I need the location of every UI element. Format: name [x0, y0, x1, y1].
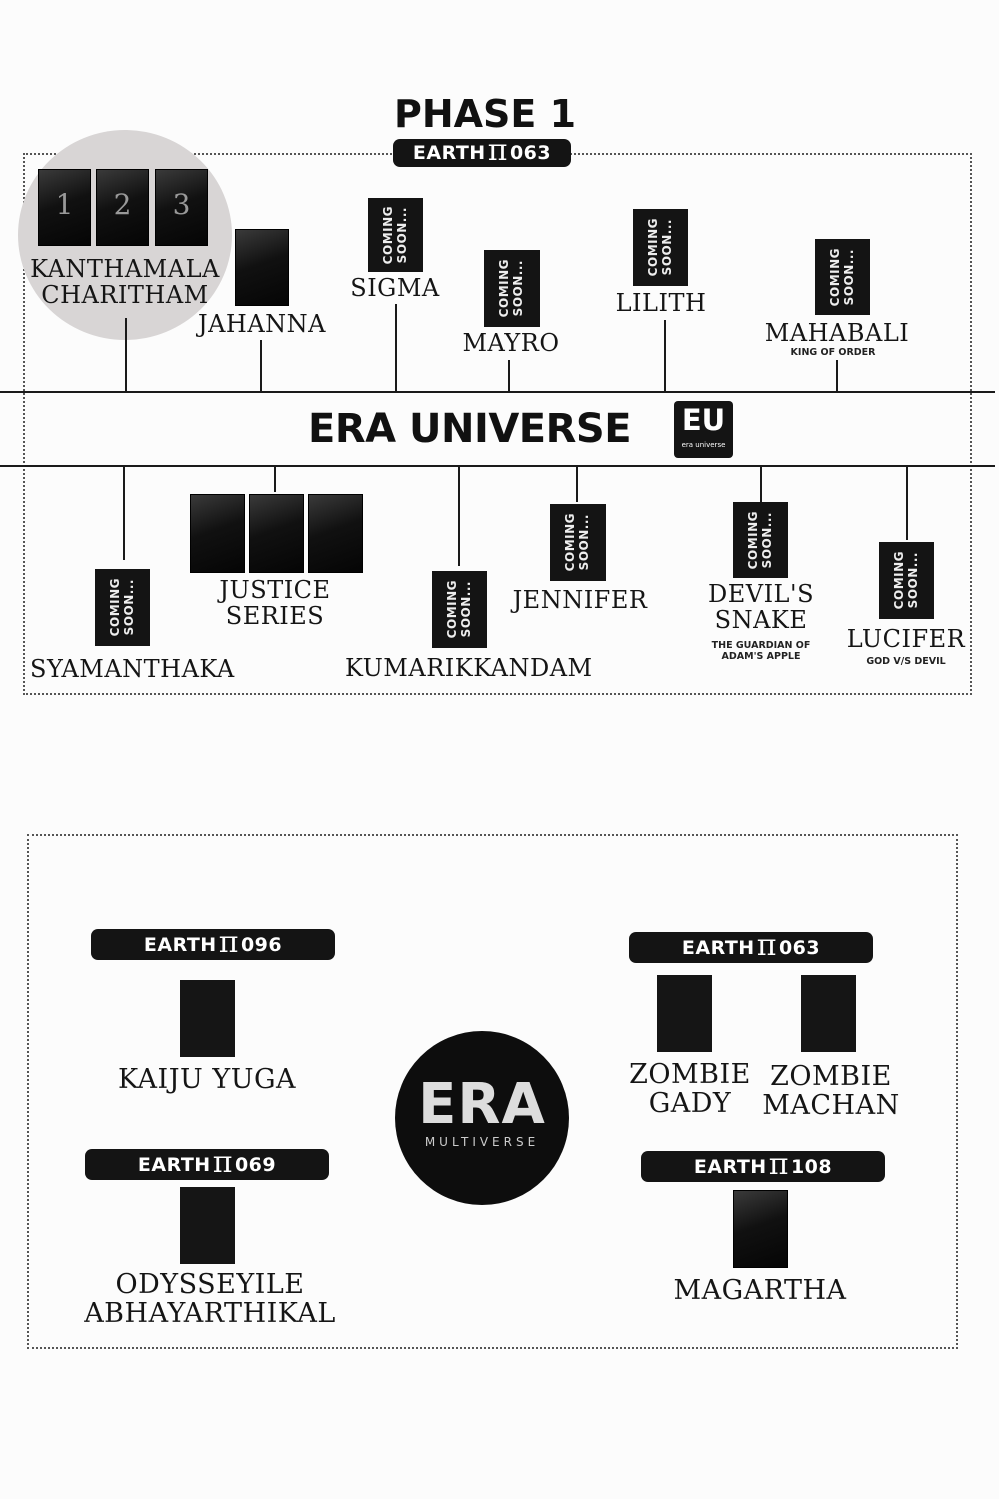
- kumarikkandam-coming-soon: COMING SOON...: [432, 571, 487, 648]
- mayro-label: MAYRO: [462, 329, 560, 357]
- jennifer-connector: [576, 466, 578, 502]
- jennifer-label: JENNIFER: [512, 586, 648, 614]
- kumarikkandam-label: KUMARIKKANDAM: [345, 654, 593, 682]
- zombie-gady-cover: [657, 975, 712, 1052]
- era-multiverse-logo: ERA MULTIVERSE: [395, 1031, 569, 1205]
- lucifer-subtitle: GOD V/S DEVIL: [866, 656, 946, 667]
- lilith-label: LILITH: [615, 289, 707, 317]
- lucifer-coming-soon: COMING SOON...: [879, 542, 934, 619]
- kanthamala-book-2: 2: [96, 169, 149, 246]
- eu-logo-caption: era universe: [681, 441, 726, 449]
- justice-book-3: [308, 494, 363, 573]
- justice-book-2: [249, 494, 304, 573]
- syamanthaka-label: SYAMANTHAKA: [30, 655, 235, 683]
- lucifer-label: LUCIFER: [846, 625, 966, 653]
- mahabali-coming-soon: COMING SOON...: [815, 239, 870, 315]
- jahanna-label: JAHANNA: [197, 310, 327, 338]
- eu-logo: EU era universe: [674, 401, 733, 458]
- jennifer-coming-soon: COMING SOON...: [550, 504, 606, 581]
- magartha-label: MAGARTHA: [673, 1275, 847, 1306]
- mahabali-subtitle: KING OF ORDER: [790, 347, 876, 358]
- mayro-connector: [508, 360, 510, 392]
- kaiju-yuga-label: KAIJU YUGA: [117, 1064, 297, 1095]
- mayro-coming-soon: COMING SOON...: [484, 250, 540, 327]
- kanthamala-book-3: 3: [155, 169, 208, 246]
- magartha-book: [733, 1190, 788, 1268]
- zombie-machan-cover: [801, 975, 856, 1052]
- era-logo-subtext: MULTIVERSE: [424, 1135, 540, 1149]
- odysseyile-cover: [180, 1187, 235, 1264]
- timeline-top-line: [0, 391, 995, 393]
- eu-logo-letters: EU: [681, 403, 726, 437]
- timeline-bottom-line: [0, 465, 995, 467]
- era-logo-text: ERA: [418, 1072, 546, 1137]
- kanthamala-book-1: 1: [38, 169, 91, 246]
- kumarikkandam-connector: [458, 466, 460, 566]
- lucifer-connector: [906, 466, 908, 540]
- justice-book-1: [190, 494, 245, 573]
- era-universe-title: ERA UNIVERSE: [308, 406, 632, 452]
- syamanthaka-connector: [123, 466, 125, 560]
- multiverse-frame: [27, 834, 958, 1349]
- jahanna-connector: [260, 340, 262, 392]
- syamanthaka-coming-soon: COMING SOON...: [95, 569, 150, 646]
- mahabali-label: MAHABALI: [764, 319, 910, 347]
- lilith-connector: [664, 320, 666, 392]
- sigma-coming-soon: COMING SOON...: [368, 198, 423, 272]
- devils-snake-connector: [760, 466, 762, 502]
- kaiju-yuga-cover: [180, 980, 235, 1057]
- kanthamala-connector: [125, 318, 127, 392]
- phase-title: PHASE 1: [393, 92, 577, 136]
- justice-connector: [274, 466, 276, 492]
- sigma-connector: [395, 304, 397, 392]
- mahabali-connector: [836, 360, 838, 392]
- devils-snake-coming-soon: COMING SOON...: [733, 502, 788, 578]
- lilith-coming-soon: COMING SOON...: [633, 209, 688, 286]
- jahanna-book: [235, 229, 289, 306]
- sigma-label: SIGMA: [350, 274, 440, 302]
